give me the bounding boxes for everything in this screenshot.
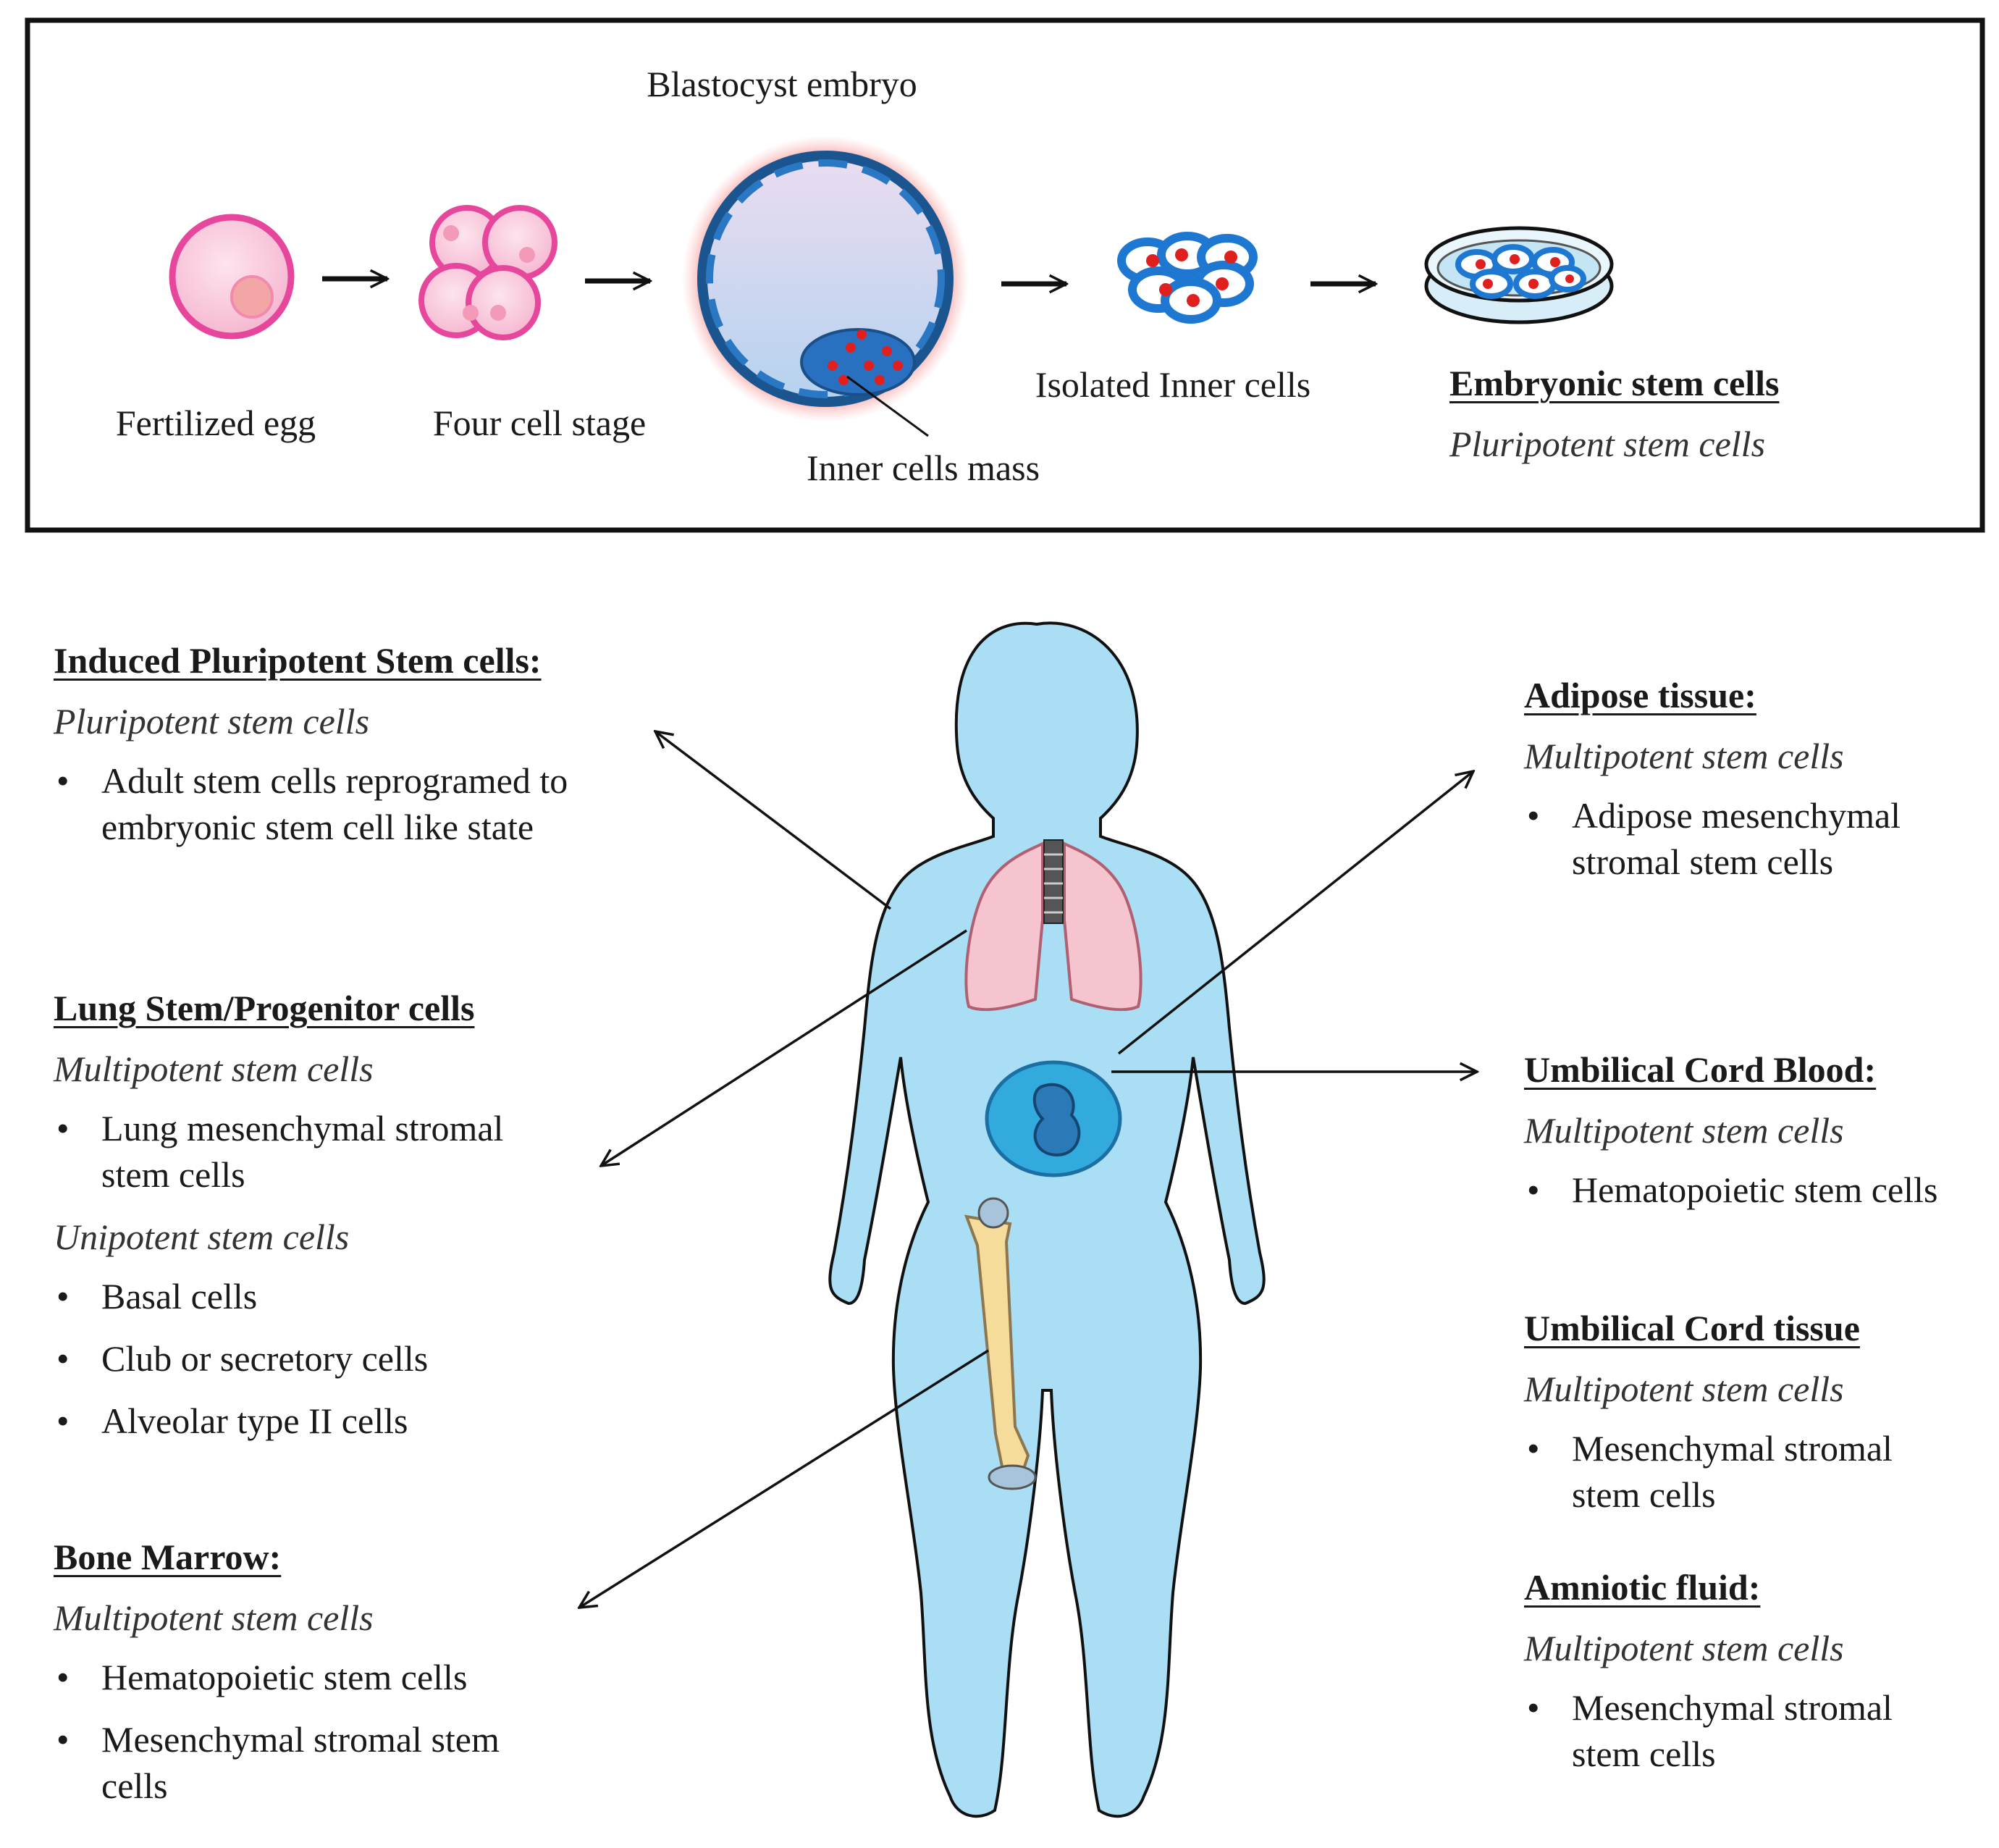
adipose-block: Adipose tissue: Multipotent stem cells A… bbox=[1524, 672, 1987, 901]
list-item: Alveolar type II cells bbox=[54, 1398, 604, 1444]
bone-title: Bone Marrow: bbox=[54, 1537, 282, 1577]
ipsc-list: Adult stem cells reprogramed to embryoni… bbox=[54, 757, 633, 850]
cord-blood-block: Umbilical Cord Blood: Multipotent stem c… bbox=[1524, 1046, 1987, 1229]
ipsc-block: Induced Pluripotent Stem cells: Pluripot… bbox=[54, 637, 633, 866]
lung-title: Lung Stem/Progenitor cells bbox=[54, 988, 475, 1028]
four-cell-label: Four cell stage bbox=[432, 403, 647, 443]
bone-potency: Multipotent stem cells bbox=[54, 1597, 374, 1638]
adipose-title: Adipose tissue: bbox=[1524, 675, 1756, 715]
esc-potency: Pluripotent stem cells bbox=[1449, 424, 1766, 464]
femur-bone-icon bbox=[964, 1197, 1037, 1490]
arrow-bone bbox=[579, 1349, 989, 1608]
four-cell-stage-icon bbox=[418, 205, 557, 340]
cord-tissue-list: Mesenchymal stromal stem cells bbox=[1524, 1425, 1958, 1518]
cord-blood-potency: Multipotent stem cells bbox=[1524, 1110, 1844, 1151]
amniotic-block: Amniotic fluid: Multipotent stem cells M… bbox=[1524, 1564, 1958, 1793]
isolated-nuclei bbox=[1146, 248, 1237, 307]
womb-fetus-icon bbox=[985, 1060, 1122, 1177]
list-item: Adult stem cells reprogramed to embryoni… bbox=[54, 757, 633, 850]
list-item: Mesenchymal stromal stem cells bbox=[1524, 1684, 1958, 1777]
inner-mass-label: Inner cells mass bbox=[806, 448, 1040, 488]
list-item: Hematopoietic stem cells bbox=[54, 1654, 575, 1700]
bone-list: Hematopoietic stem cells Mesenchymal str… bbox=[54, 1654, 575, 1809]
arrow-ipsc bbox=[655, 731, 892, 910]
petri-dish-icon bbox=[1424, 226, 1614, 324]
cord-blood-title: Umbilical Cord Blood: bbox=[1524, 1049, 1877, 1090]
lung-potency-2: Unipotent stem cells bbox=[54, 1217, 350, 1257]
lung-potency: Multipotent stem cells bbox=[54, 1049, 374, 1089]
amniotic-list: Mesenchymal stromal stem cells bbox=[1524, 1684, 1958, 1777]
lungs-icon bbox=[964, 839, 1142, 1012]
list-item: Basal cells bbox=[54, 1273, 604, 1319]
arrow-adipose bbox=[1117, 771, 1473, 1055]
human-body-silhouette bbox=[828, 621, 1266, 1818]
list-item: Club or secretory cells bbox=[54, 1335, 604, 1382]
adipose-list: Adipose mesenchymal stromal stem cells bbox=[1524, 792, 1987, 885]
arrow-lung bbox=[601, 929, 967, 1166]
lung-list-2: Basal cells Club or secretory cells Alve… bbox=[54, 1273, 604, 1444]
list-item: Lung mesenchymal stromal stem cells bbox=[54, 1105, 507, 1198]
inner-mass-pointer bbox=[846, 375, 929, 437]
adipose-potency: Multipotent stem cells bbox=[1524, 736, 1844, 776]
amniotic-potency: Multipotent stem cells bbox=[1524, 1628, 1844, 1668]
cord-tissue-title: Umbilical Cord tissue bbox=[1524, 1308, 1860, 1348]
list-item: Adipose mesenchymal stromal stem cells bbox=[1524, 792, 1987, 885]
list-item: Mesenchymal stromal stem cells bbox=[1524, 1425, 1958, 1518]
list-item: Mesenchymal stromal stem cells bbox=[54, 1716, 536, 1809]
cord-blood-list: Hematopoietic stem cells bbox=[1524, 1167, 1987, 1213]
cord-tissue-potency: Multipotent stem cells bbox=[1524, 1369, 1844, 1409]
list-item: Hematopoietic stem cells bbox=[1524, 1167, 1987, 1213]
isolated-cells-label: Isolated Inner cells bbox=[1035, 364, 1311, 405]
lung-block: Lung Stem/Progenitor cells Multipotent s… bbox=[54, 985, 604, 1460]
blastocyst-label: Blastocyst embryo bbox=[647, 64, 917, 104]
amniotic-title: Amniotic fluid: bbox=[1524, 1567, 1761, 1608]
lung-list: Lung mesenchymal stromal stem cells bbox=[54, 1105, 604, 1198]
esc-title: Embryonic stem cells bbox=[1449, 363, 1780, 403]
blastocyst-embryo-icon bbox=[682, 135, 969, 422]
top-panel-frame bbox=[25, 17, 1985, 533]
fertilized-egg-icon bbox=[169, 214, 295, 340]
cord-tissue-block: Umbilical Cord tissue Multipotent stem c… bbox=[1524, 1305, 1958, 1534]
isolated-inner-cells-icon bbox=[1117, 232, 1258, 324]
bone-block: Bone Marrow: Multipotent stem cells Hema… bbox=[54, 1534, 575, 1825]
ipsc-title: Induced Pluripotent Stem cells: bbox=[54, 640, 542, 681]
fertilized-egg-label: Fertilized egg bbox=[115, 403, 316, 443]
ipsc-potency: Pluripotent stem cells bbox=[54, 701, 370, 742]
